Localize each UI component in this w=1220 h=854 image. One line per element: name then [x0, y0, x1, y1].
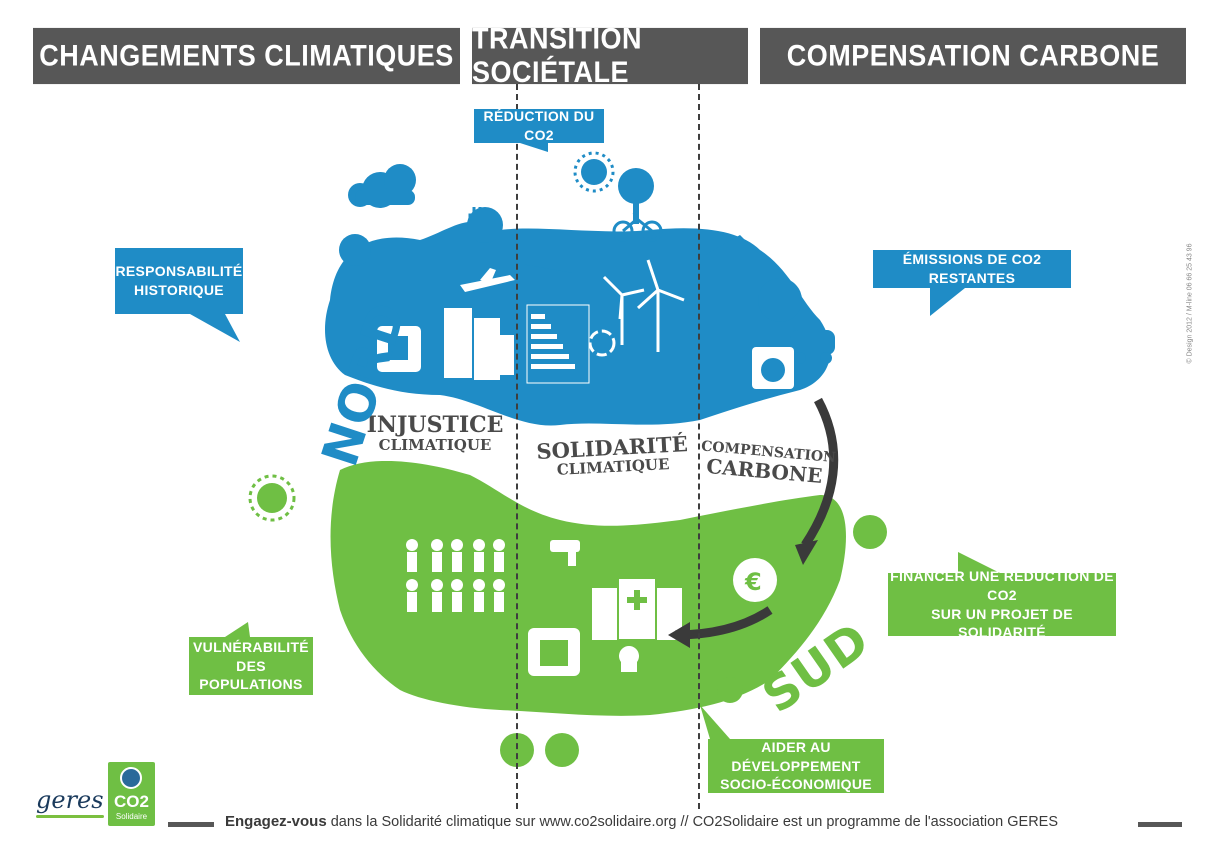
cloud-icon — [758, 278, 802, 322]
bubble-text: ÉMISSIONS DE CO2 RESTANTES — [902, 251, 1042, 286]
bubble-responsabilite-historique: RESPONSABILITÉ HISTORIQUE — [115, 248, 243, 314]
bubble-text: SUR UN PROJET DE SOLIDARITÉ — [931, 605, 1073, 641]
divider-right — [698, 84, 700, 809]
arrow-icon — [668, 622, 690, 648]
header-transition-societale: TRANSITION SOCIÉTALE — [472, 23, 748, 88]
bubble-text: RÉDUCTION DU CO2 — [483, 108, 595, 143]
bubble-tail — [190, 314, 240, 342]
sud-region — [330, 460, 846, 716]
plug-icon — [468, 207, 486, 235]
bubble-text: RESPONSABILITÉ — [115, 263, 243, 280]
recycle-icon — [588, 329, 616, 357]
footer-rule-left — [168, 822, 214, 827]
bubble-text: DES POPULATIONS — [199, 657, 303, 693]
bubble-financer-reduction: FINANCER UNE RÉDUCTION DE CO2 SUR UN PRO… — [888, 568, 1116, 640]
arrow-icon — [795, 540, 818, 565]
sun-icon — [248, 474, 296, 522]
bubble-text: AIDER AU DÉVELOPPEMENT — [731, 738, 861, 774]
bubble-tail — [700, 705, 730, 739]
bubble-text: HISTORIQUE — [134, 282, 224, 298]
people-icon — [406, 539, 505, 612]
header-changements-climatiques: CHANGEMENTS CLIMATIQUES — [33, 27, 460, 85]
school-bag-icon — [528, 628, 580, 676]
sun-icon — [573, 151, 615, 193]
logo-solidaire-text: Solidaire — [115, 812, 148, 821]
label-line: INJUSTICE — [366, 412, 504, 438]
wind-turbine-icon — [602, 259, 685, 352]
bubble-emissions-restantes: ÉMISSIONS DE CO2 RESTANTES — [873, 250, 1071, 288]
geres-logo-underline — [36, 815, 104, 818]
footer-body: dans la Solidarité climatique sur www.co… — [326, 814, 1059, 830]
bubble-tail — [930, 288, 965, 316]
bubble-text: FINANCER UNE RÉDUCTION DE CO2 — [890, 567, 1114, 603]
bubble-vulnerabilite: VULNÉRABILITÉ DES POPULATIONS — [189, 637, 313, 695]
lightbulb-icon — [619, 646, 639, 672]
bubble-text: VULNÉRABILITÉ — [193, 638, 309, 655]
cloud-icon — [339, 234, 371, 266]
hospital-icon — [592, 577, 682, 641]
bicycle-icon — [612, 212, 663, 242]
label-solidarite-climatique: SOLIDARITÉ CLIMATIQUE — [534, 431, 691, 480]
trash-icon — [377, 326, 421, 372]
bubble-tail — [520, 143, 548, 152]
header-compensation-carbone: COMPENSATION CARBONE — [760, 27, 1186, 85]
tree-icon — [618, 168, 654, 224]
money-bag-icon: € — [733, 558, 777, 602]
logo-co2-text: CO2 — [114, 792, 149, 811]
bubble-tail — [958, 552, 1000, 573]
footer-strong: Engagez-vous — [225, 813, 327, 830]
buildings-icon — [444, 308, 514, 380]
bubble-aider-developpement: AIDER AU DÉVELOPPEMENT SOCIO-ÉCONOMIQUE — [708, 739, 884, 793]
bubble-text: SOCIO-ÉCONOMIQUE — [720, 776, 872, 793]
car-icon — [790, 330, 835, 364]
footer-text: Engagez-vous dans la Solidarité climatiq… — [225, 813, 1135, 830]
factory-icon — [360, 250, 430, 320]
arrow-icon — [801, 397, 839, 548]
cloud-icon — [348, 164, 416, 208]
energy-label-icon — [526, 304, 590, 384]
bubble-reduction-co2: RÉDUCTION DU CO2 — [474, 108, 604, 143]
label-line: CLIMATIQUE — [378, 436, 492, 455]
svg-text:€: € — [744, 568, 762, 596]
globe-icon — [120, 767, 142, 789]
airplane-icon — [460, 268, 515, 292]
bubble-tail — [225, 622, 250, 637]
house-icon — [705, 235, 760, 295]
label-injustice-climatique: INJUSTICE CLIMATIQUE — [360, 413, 510, 454]
footer-rule-right — [1138, 822, 1182, 827]
co2-solidaire-logo: CO2 Solidaire — [108, 762, 155, 826]
geres-logo: geres — [36, 786, 104, 814]
washing-machine-icon — [752, 347, 794, 389]
water-tap-icon — [550, 540, 580, 566]
design-credit: © Design 2012 / M-line 06 66 25 43 96 — [1186, 243, 1194, 364]
divider-left — [516, 84, 518, 809]
